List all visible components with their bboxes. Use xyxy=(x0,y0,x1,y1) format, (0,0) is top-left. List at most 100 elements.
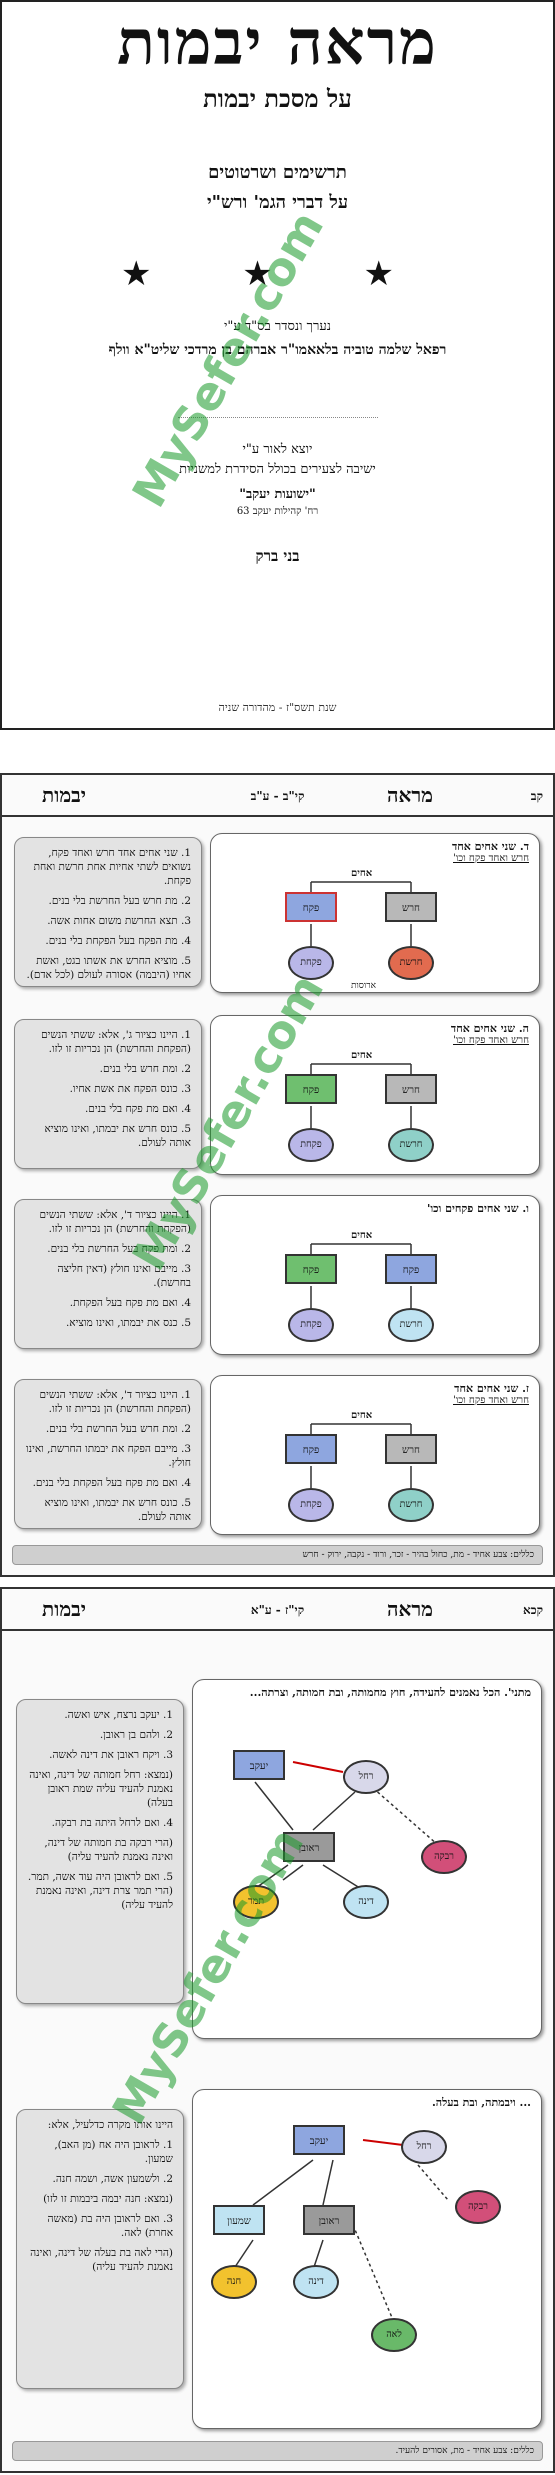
cover-line1: תרשימים ושרטוטים xyxy=(208,162,347,183)
section-notes: 1. היינו כציור ג', אלא: ששתי הנשים (הפקח… xyxy=(14,1019,202,1169)
cover-year: שנת תשס"ז - מהדורה שניה xyxy=(218,701,337,714)
note-line: 3. מייבם הפקח את יבמתו החרשת, ואינו חולץ… xyxy=(25,1443,191,1469)
section-diagram: ז. שני אחים אחד חרש ואחד פקח וכו' אחים פ… xyxy=(210,1375,540,1535)
cover-publisher-name: "ישועות יעקב" xyxy=(239,487,316,502)
note-line: 5. מוציא החרש את אשתו בגט, ואשת אחיו (הי… xyxy=(26,955,191,981)
diagram-1-title: מתני'. הכל נאמנים להעידה, חוץ מחמותה, וב… xyxy=(249,1686,531,1699)
section-notes: 1. שני אחים אחד חרש ואחד פקח, נשואים לשת… xyxy=(14,837,202,987)
cover-stars: ★ ★ ★ xyxy=(120,254,435,294)
diagram-2-title: ... ויבמתה, ובת בעלה. xyxy=(431,2096,531,2109)
brothers-label: אחים xyxy=(351,1050,373,1061)
wife-right: חרשת xyxy=(388,1308,434,1342)
cover-description: תרשימים ושרטוטים על דברי הגמ' ורש"י xyxy=(2,158,553,218)
note-line: 2. ולהם בן ראובן. xyxy=(99,1729,173,1741)
cover-city: בני ברק xyxy=(255,547,300,565)
section-diagram: ה. שני אחים אחד חרש ואחד פקח וכו' אחים פ… xyxy=(210,1015,540,1175)
section-notes: 1. היינו כציור ד', אלא: ששתי הנשים (הפקח… xyxy=(14,1199,202,1349)
brothers-label: אחים xyxy=(351,1410,373,1421)
note-line: 3. ואם לראובן היה בת (מאשה אחרת) לאה. xyxy=(47,2213,173,2239)
note-line: 4. ואם לרחל היתה בת רבקה. xyxy=(51,1817,173,1829)
diagram-1-notes: 1. יעקב נרצח, איש ואשה. 2. ולהם בן ראובן.… xyxy=(16,1699,184,2004)
cover-page: מראה יבמות על מסכת יבמות תרשימים ושרטוטי… xyxy=(0,0,555,730)
person-rachel: רחל xyxy=(401,2130,447,2164)
person-hana: חנה xyxy=(211,2265,257,2299)
page-2: קכא מראה קי"ז - ע"א יבמות מתני'. הכל נאמ… xyxy=(0,1587,555,2473)
note-line: 1. שני אחים אחד חרש ואחד פקח, נשואים לשת… xyxy=(33,847,191,887)
note-line: 2. ומת פקח בעל החרשת בלי בנים. xyxy=(47,1243,191,1255)
note-line: 5. כנס את יבמתו, ואינו מוציא. xyxy=(65,1317,191,1329)
section-title: ו. שני אחים פקחים וכו' xyxy=(426,1202,529,1215)
note-line: (הרי לאה בת בעלה של דינה, ואינה נאמנת לה… xyxy=(30,2247,173,2273)
wife-right: חרשת xyxy=(388,946,434,980)
brother-left: פקח xyxy=(285,1434,337,1464)
person-rivka: רבקה xyxy=(455,2190,501,2224)
note-line: 3. ויקח ראובן את דינה לאשה. xyxy=(49,1749,173,1761)
note-line: 3. תצא החרשת משום אחות אשה. xyxy=(47,915,191,927)
person-yaakov: יעקב xyxy=(233,1750,285,1780)
page-2-header: קכא מראה קי"ז - ע"א יבמות xyxy=(2,1589,553,1631)
section-diagram: ד. שני אחים אחד חרש ואחד פקח וכו' אחים פ… xyxy=(210,833,540,993)
wife-left: פקחת xyxy=(288,1308,334,1342)
note-line: 1. היינו כציור ג', אלא: ששתי הנשים (הפקח… xyxy=(41,1029,191,1055)
brother-left: פקח xyxy=(285,1254,337,1284)
note-line: 1. יעקב נרצח, איש ואשה. xyxy=(64,1709,173,1721)
note-line: 2. ומת חרש בעל החרשת בלי בנים. xyxy=(45,1423,191,1435)
header-title-left: יבמות xyxy=(42,783,87,807)
person-leah: לאה xyxy=(371,2318,417,2352)
wife-left: פקחת xyxy=(288,1488,334,1522)
person-yaakov: יעקב xyxy=(293,2125,345,2155)
note-line: 3. כונס הפקח את אשת אחיו. xyxy=(69,1083,191,1095)
section-title: ה. שני אחים אחד חרש ואחד פקח וכו' xyxy=(450,1022,529,1046)
cover-divider xyxy=(177,417,378,418)
note-line: 5. ואם לראובן היה עוד אשה, תמר. (הרי תמר… xyxy=(27,1871,173,1911)
note-line: 4. ואם מת פקח בלי בנים. xyxy=(84,1103,191,1115)
cover-title: מראה יבמות xyxy=(117,6,438,79)
header-daf: קי"ב - ע"ב xyxy=(250,789,305,803)
brother-right: פקח xyxy=(385,1254,437,1284)
note-line: 1. לראובן היה אח (מן האב), שמעון. xyxy=(54,2139,173,2165)
section-notes: 1. היינו כציור ד', אלא: ששתי הנשים (הפקח… xyxy=(14,1379,202,1529)
cover-pub2: ישיבה לצעירים בכולל הסידרת למשניות xyxy=(179,462,376,477)
diagram-2-lines xyxy=(232,2139,449,2321)
note-line: 4. מת הפקח בעל הפקחת בלי בנים. xyxy=(45,935,191,947)
section-note: ארוסות xyxy=(351,981,377,991)
person-tamar: תמר xyxy=(233,1885,279,1919)
diagram-2: ... ויבמתה, ובת בעלה. יעקב רחל רבקה שמעו… xyxy=(192,2089,542,2429)
note-line: 1. היינו כציור ד', אלא: ששתי הנשים (הפקח… xyxy=(39,1209,191,1235)
header-title-left: יבמות xyxy=(42,1597,87,1621)
brothers-label: אחים xyxy=(351,1230,373,1241)
note-line: 4. ואם מת פקח בעל הפקחת בלי בנים. xyxy=(32,1477,191,1489)
wife-right: חרשת xyxy=(388,1128,434,1162)
brother-left: פקח xyxy=(285,892,337,922)
page-1: קב מראה קי"ב - ע"ב יבמות ד. שני אחים אחד… xyxy=(0,773,555,1577)
section-title: ד. שני אחים אחד חרש ואחד פקח וכו' xyxy=(451,840,529,864)
brothers-label: אחים xyxy=(351,868,373,879)
person-reuven: ראובן xyxy=(303,2205,355,2235)
person-rivka: רבקה xyxy=(421,1840,467,1874)
section-title: ז. שני אחים אחד חרש ואחד פקח וכו' xyxy=(453,1382,529,1406)
note-line: 2. מת חרש בעל החרשת בלי בנים. xyxy=(48,895,192,907)
header-title-right: מראה xyxy=(386,783,433,807)
note-line: 2. ומת חרש בלי בנים. xyxy=(99,1063,191,1075)
brother-right: חרש xyxy=(385,1074,437,1104)
note-line: (נמצא: רחל חמותה של דינה, ואינה נאמנת לה… xyxy=(29,1769,173,1809)
page-number: קכא xyxy=(523,1603,543,1617)
header-title-right: מראה xyxy=(386,1597,433,1621)
person-dina: דינה xyxy=(343,1885,389,1919)
note-line: 3. מייבם ואינו חולץ (דאין חליצה בחרשת). xyxy=(57,1263,191,1289)
legend: כללים: צבע אחיד - מת, אסורים להעיד. xyxy=(12,2441,543,2461)
cover-line2: על דברי הגמ' ורש"י xyxy=(206,192,349,213)
brother-right: חרש xyxy=(385,1434,437,1464)
person-rachel: רחל xyxy=(343,1760,389,1794)
cover-author: רפאל שלמה טוביה בלאאמו"ר אברהם בן מרדכי … xyxy=(108,342,447,358)
diagram-2-notes: היינו אותו מקרה כדלעיל, אלא:1. לראובן הי… xyxy=(16,2109,184,2389)
diagram-1: מתני'. הכל נאמנים להעידה, חוץ מחמותה, וב… xyxy=(192,1679,542,2039)
brother-right: חרש xyxy=(385,892,437,922)
note-line: 1. היינו כציור ד', אלא: ששתי הנשים (הפקח… xyxy=(39,1389,191,1415)
wife-left: פקחת xyxy=(288,946,334,980)
cover-address: רח' קהילות יעקב 63 xyxy=(236,506,319,517)
cover-subtitle: על מסכת יבמות xyxy=(203,84,352,113)
person-dina: דינה xyxy=(293,2265,339,2299)
cover-pub1: יוצא לאור ע"י xyxy=(242,442,313,457)
wife-left: פקחת xyxy=(288,1128,334,1162)
